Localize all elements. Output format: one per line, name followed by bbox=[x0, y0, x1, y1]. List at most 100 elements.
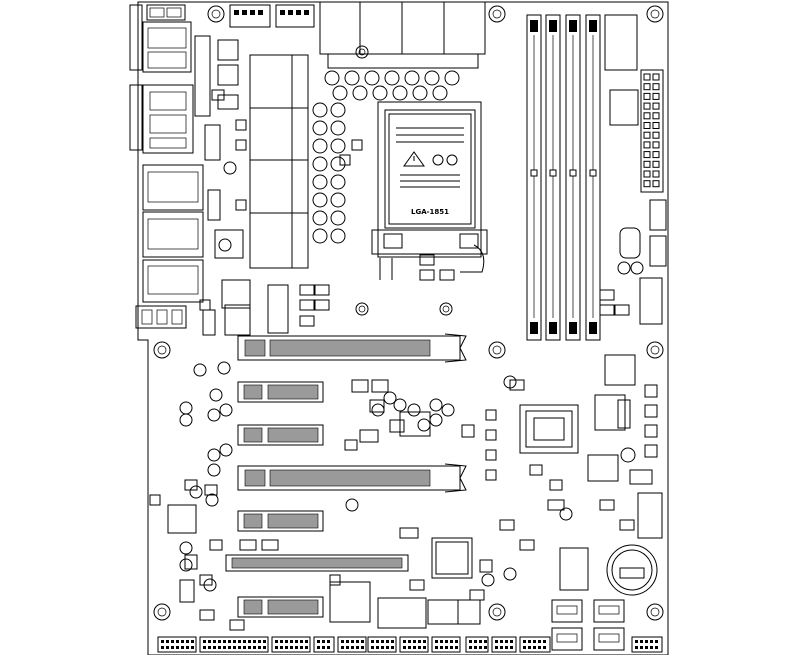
smd-component bbox=[519, 539, 535, 551]
smd-component bbox=[339, 154, 351, 166]
header-pin bbox=[317, 646, 320, 649]
header-pin bbox=[655, 646, 658, 649]
dimm-slot-a1 bbox=[526, 14, 542, 341]
header-pin bbox=[645, 640, 648, 643]
atx-pin bbox=[643, 141, 651, 149]
header-pin bbox=[474, 640, 477, 643]
header-pin bbox=[258, 640, 261, 643]
mounting-hole bbox=[488, 341, 506, 359]
passive-components bbox=[149, 89, 658, 631]
fan-header-1 bbox=[229, 4, 271, 28]
round-component bbox=[481, 573, 495, 587]
smd-component bbox=[399, 527, 419, 539]
header-pin bbox=[455, 640, 458, 643]
header-pin bbox=[445, 640, 448, 643]
header-pin bbox=[635, 640, 638, 643]
header-pin bbox=[253, 646, 256, 649]
round-component bbox=[219, 443, 233, 457]
header-pin bbox=[533, 646, 536, 649]
header-pin bbox=[243, 646, 246, 649]
header-pin bbox=[455, 646, 458, 649]
smd-component bbox=[419, 269, 435, 281]
header-pin bbox=[371, 640, 374, 643]
header-pin bbox=[523, 646, 526, 649]
header-pin bbox=[423, 640, 426, 643]
pin-header bbox=[367, 636, 397, 653]
header-pin bbox=[300, 640, 303, 643]
header-pin bbox=[500, 646, 503, 649]
header-pin bbox=[346, 640, 349, 643]
smd-component bbox=[329, 574, 341, 586]
round-component bbox=[189, 485, 203, 499]
capacitor bbox=[332, 85, 348, 101]
header-pin bbox=[290, 646, 293, 649]
lan-port-stack-2 bbox=[142, 211, 204, 258]
header-pin bbox=[233, 646, 236, 649]
header-pin bbox=[386, 646, 389, 649]
header-pin bbox=[327, 640, 330, 643]
header-pin bbox=[528, 640, 531, 643]
sata-port-3 bbox=[551, 627, 583, 651]
pcie-x1-slot-1 bbox=[237, 381, 324, 403]
smd-component bbox=[229, 619, 245, 631]
header-pin bbox=[186, 640, 189, 643]
capacitor bbox=[330, 156, 346, 172]
capacitor bbox=[330, 174, 346, 190]
header-pin bbox=[645, 646, 648, 649]
round-component bbox=[209, 388, 223, 402]
atx-pin bbox=[652, 170, 660, 178]
smd-component bbox=[344, 439, 358, 451]
header-pin bbox=[533, 640, 536, 643]
usb-port-stack bbox=[146, 4, 186, 21]
header-pin bbox=[635, 646, 638, 649]
header-pin bbox=[543, 646, 546, 649]
capacitor bbox=[330, 102, 346, 118]
header-pin bbox=[408, 646, 411, 649]
round-component bbox=[179, 413, 193, 427]
header-pin bbox=[341, 640, 344, 643]
atx-pin bbox=[643, 180, 651, 188]
capacitor bbox=[312, 120, 328, 136]
sata-port-1 bbox=[551, 599, 583, 623]
capacitor bbox=[432, 85, 448, 101]
smd-component bbox=[299, 299, 315, 311]
round-component bbox=[503, 375, 517, 389]
pin-header bbox=[157, 636, 197, 653]
capacitor bbox=[330, 138, 346, 154]
capacitor bbox=[352, 85, 368, 101]
header-pin bbox=[479, 640, 482, 643]
smd-component bbox=[209, 539, 223, 551]
header-pin bbox=[295, 646, 298, 649]
header-pin bbox=[650, 646, 653, 649]
round-component bbox=[429, 413, 443, 427]
smd-component bbox=[184, 479, 198, 491]
capacitor bbox=[312, 174, 328, 190]
dimm-slot-a2 bbox=[545, 14, 561, 341]
header-pin bbox=[450, 640, 453, 643]
io-bracket-mid bbox=[129, 84, 143, 151]
smd-component bbox=[461, 424, 475, 438]
smd-component bbox=[389, 419, 405, 433]
smd-component bbox=[529, 464, 543, 476]
mounting-hole bbox=[207, 5, 225, 23]
header-pin bbox=[322, 646, 325, 649]
header-pin bbox=[228, 640, 231, 643]
round-component bbox=[620, 447, 636, 463]
pin-header bbox=[631, 636, 663, 653]
pcie-x16-slot-1 bbox=[237, 333, 467, 363]
header-pin bbox=[408, 640, 411, 643]
header-pin bbox=[258, 646, 261, 649]
header-pin bbox=[290, 640, 293, 643]
socket-label: LGA-1851 bbox=[411, 208, 449, 216]
capacitor bbox=[444, 70, 460, 86]
header-pin bbox=[263, 640, 266, 643]
header-pin bbox=[423, 646, 426, 649]
smd-component bbox=[351, 379, 369, 393]
smd-component bbox=[299, 315, 315, 327]
pcie-x1-slot-4 bbox=[237, 596, 324, 618]
mounting-hole bbox=[488, 603, 506, 621]
smd-component bbox=[314, 284, 330, 296]
header-pin bbox=[650, 640, 653, 643]
header-pin bbox=[161, 646, 164, 649]
header-pin bbox=[469, 640, 472, 643]
